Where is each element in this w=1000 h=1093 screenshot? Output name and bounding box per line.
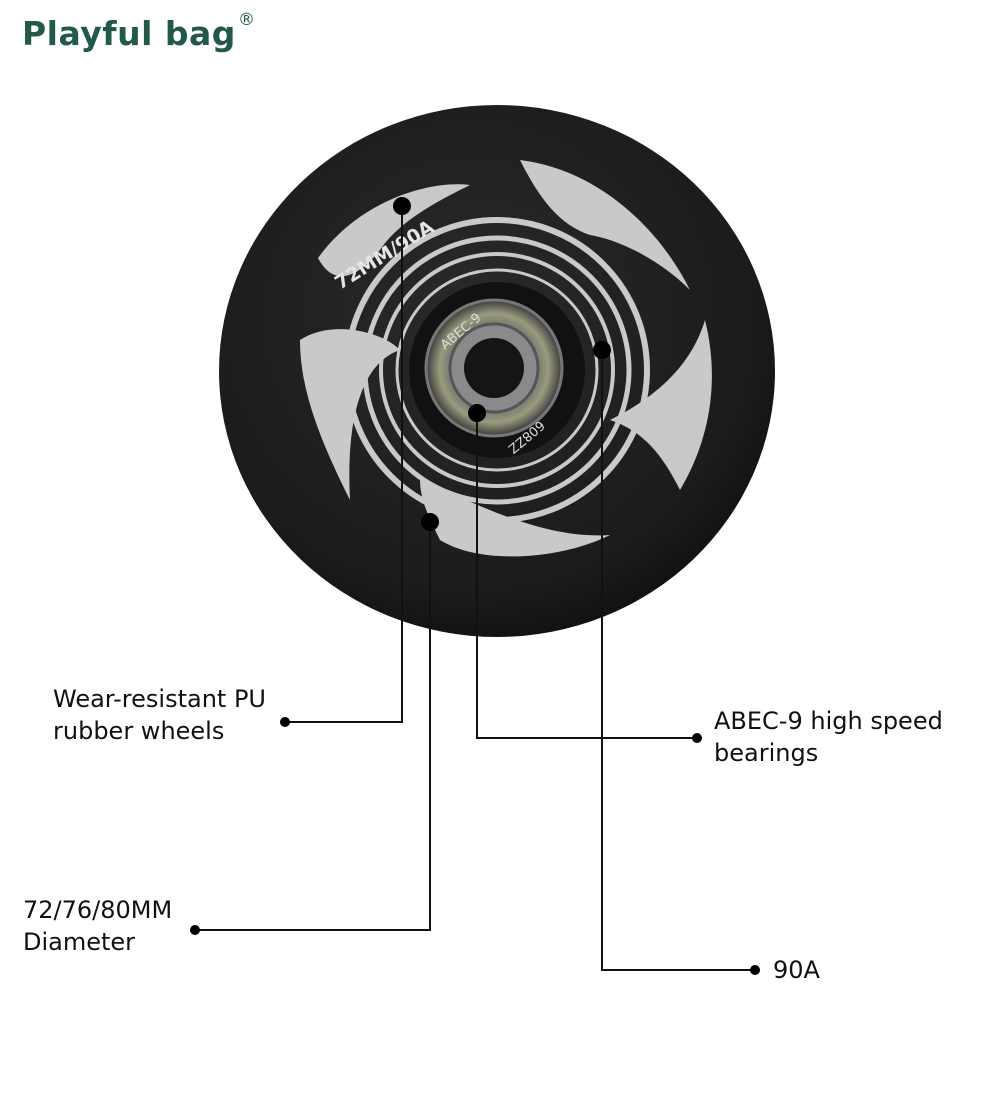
callout-line: Diameter bbox=[23, 928, 136, 956]
callout-lines bbox=[195, 206, 755, 971]
callout-diameter: 72/76/80MM Diameter bbox=[23, 894, 172, 958]
axle-hole bbox=[464, 338, 524, 398]
brand-logo: Playful bag® bbox=[22, 10, 255, 53]
callout-bearings: ABEC-9 high speed bearings bbox=[714, 705, 943, 769]
brand-name: Playful bag bbox=[22, 14, 236, 53]
callout-pu-wheels: Wear-resistant PU rubber wheels bbox=[53, 683, 266, 747]
callout-line: 90A bbox=[773, 956, 820, 984]
callout-line: bearings bbox=[714, 739, 819, 767]
callout-hardness: 90A bbox=[773, 954, 820, 986]
wheel-rings bbox=[344, 217, 650, 523]
callout-line: ABEC-9 high speed bbox=[714, 707, 943, 735]
callout-line: Wear-resistant PU bbox=[53, 685, 266, 713]
registered-mark: ® bbox=[237, 10, 256, 30]
wheel-swirl-graphic bbox=[300, 160, 712, 557]
callout-dots bbox=[190, 197, 760, 975]
callout-line: 72/76/80MM bbox=[23, 896, 173, 924]
callout-line: rubber wheels bbox=[53, 717, 225, 745]
